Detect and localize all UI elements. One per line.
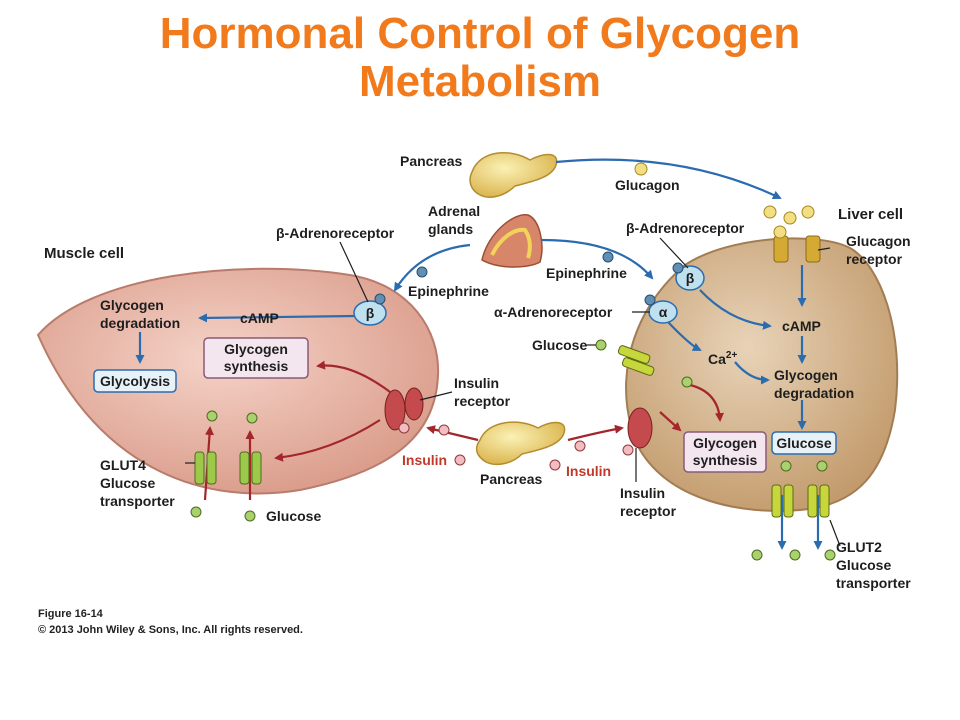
arrow-insulin-to-synthesis-left bbox=[316, 360, 391, 393]
title-line-1: Hormonal Control of Glycogen bbox=[159, 9, 801, 58]
label-beta-adrenoreceptor-right: β-Adrenoreceptor bbox=[626, 220, 745, 236]
arrow-insulin-left bbox=[426, 425, 479, 442]
glucagon-bound bbox=[773, 225, 787, 239]
label-glut2-1: GLUT2 bbox=[836, 539, 882, 555]
label-insulin-receptor-right-2: receptor bbox=[620, 503, 677, 519]
pancreas-top-organ bbox=[469, 152, 558, 198]
label-glycogen-degradation-right-1: Glycogen bbox=[774, 367, 838, 383]
glucose-box-right bbox=[771, 431, 837, 455]
arrow-epinephrine-right bbox=[541, 238, 654, 280]
arrow-beta-to-camp-right bbox=[699, 289, 772, 330]
liver-glucose-transporter-b bbox=[621, 357, 655, 376]
title-line-2: Metabolism bbox=[358, 57, 602, 106]
insulin-receptor-liver bbox=[627, 407, 653, 449]
glucagon-molecules bbox=[634, 162, 815, 225]
glucose-molecules bbox=[190, 339, 836, 561]
label-glycogen-degradation-left-1: Glycogen bbox=[100, 297, 164, 313]
label-glycogen-synthesis-right-2: synthesis bbox=[693, 452, 758, 468]
glycogen-synthesis-box-left bbox=[203, 337, 309, 379]
beta-receptor-muscle bbox=[353, 300, 387, 326]
liver-glucose-transporter-a bbox=[617, 345, 651, 364]
label-insulin-receptor-left-2: receptor bbox=[454, 393, 511, 409]
figure-number: Figure 16-14 bbox=[38, 608, 103, 620]
insulin-receptor-muscle-b bbox=[404, 387, 424, 421]
label-adrenal-glands-1: Adrenal bbox=[428, 203, 480, 219]
label-epinephrine-left: Epinephrine bbox=[408, 283, 489, 299]
beta-symbol-muscle: β bbox=[366, 305, 375, 321]
label-glycolysis: Glycolysis bbox=[100, 373, 170, 389]
arrow-alpha-to-ca bbox=[667, 321, 702, 351]
beta-receptor-liver bbox=[675, 265, 705, 291]
epinephrine-bound-muscle bbox=[374, 293, 386, 305]
glucagon-receptor-2 bbox=[805, 235, 821, 263]
arrow-insulin-to-synthesis-right bbox=[659, 411, 682, 432]
blue-arrows bbox=[135, 158, 823, 550]
label-ca2: Ca2+ bbox=[708, 350, 737, 367]
arrow-ca-to-degradation bbox=[734, 361, 770, 385]
glut2-transporters bbox=[771, 484, 830, 518]
glycolysis-box bbox=[93, 369, 177, 393]
figure-caption: Figure 16-14 © 2013 John Wiley & Sons, I… bbox=[38, 606, 303, 638]
alpha-symbol-liver: α bbox=[659, 304, 668, 320]
label-glut2-3: transporter bbox=[836, 575, 911, 591]
glycogen-synthesis-box-right bbox=[683, 431, 767, 473]
label-epinephrine-right: Epinephrine bbox=[546, 265, 627, 281]
arrow-beta-to-camp-left bbox=[198, 313, 356, 323]
label-glucose-liver-in: Glucose bbox=[532, 337, 587, 353]
label-muscle-cell: Muscle cell bbox=[44, 245, 124, 262]
label-glucagon-receptor-2: receptor bbox=[846, 251, 903, 267]
label-insulin-right: Insulin bbox=[566, 463, 611, 479]
insulin-receptor-muscle-a bbox=[384, 389, 406, 431]
label-glycogen-synthesis-left-1: Glycogen bbox=[224, 341, 288, 357]
label-adrenal-glands-2: glands bbox=[428, 221, 473, 237]
label-alpha-adrenoreceptor: α-Adrenoreceptor bbox=[494, 304, 613, 320]
leader-lines bbox=[185, 237, 841, 547]
epinephrine-bound-liver-beta bbox=[672, 262, 684, 274]
label-pancreas-top: Pancreas bbox=[400, 153, 462, 169]
page-title: Hormonal Control of Glycogen Metabolism bbox=[0, 10, 960, 106]
label-glut4-2: Glucose bbox=[100, 475, 155, 491]
label-pancreas-bottom: Pancreas bbox=[480, 471, 542, 487]
label-insulin-receptor-left-1: Insulin bbox=[454, 375, 499, 391]
copyright-notice: © 2013 John Wiley & Sons, Inc. All right… bbox=[38, 624, 303, 636]
label-glucagon-receptor-1: Glucagon bbox=[846, 233, 911, 249]
arrow-insulin-to-glut4 bbox=[274, 419, 381, 462]
label-glycogen-synthesis-right-1: Glycogen bbox=[693, 435, 757, 451]
label-beta-adrenoreceptor-left: β-Adrenoreceptor bbox=[276, 225, 395, 241]
pancreas-bottom-organ bbox=[475, 421, 566, 466]
label-camp-right: cAMP bbox=[782, 318, 821, 334]
arrow-glucagon-to-liver bbox=[555, 158, 782, 200]
arrow-insulin-right bbox=[567, 424, 624, 442]
arrow-epinephrine-left bbox=[393, 243, 471, 292]
insulin-molecules bbox=[398, 422, 634, 471]
label-liver-cell: Liver cell bbox=[838, 206, 903, 223]
muscle-cell bbox=[36, 267, 440, 495]
beta-symbol-liver: β bbox=[686, 270, 695, 286]
epinephrine-bound-liver-alpha bbox=[644, 294, 656, 306]
label-insulin-receptor-right-1: Insulin bbox=[620, 485, 665, 501]
label-glucose-box-right: Glucose bbox=[776, 435, 831, 451]
label-glycogen-degradation-right-2: degradation bbox=[774, 385, 854, 401]
arrow-glucose-to-synthesis bbox=[689, 383, 724, 422]
epinephrine-molecules bbox=[416, 251, 614, 278]
label-camp-left: cAMP bbox=[240, 310, 279, 326]
adrenal-medulla bbox=[490, 227, 532, 259]
glut4-transporters bbox=[194, 451, 262, 485]
label-glycogen-synthesis-left-2: synthesis bbox=[224, 358, 289, 374]
label-glut2-2: Glucose bbox=[836, 557, 891, 573]
label-insulin-left: Insulin bbox=[402, 452, 447, 468]
label-glucagon: Glucagon bbox=[615, 177, 680, 193]
glucagon-receptor-1 bbox=[773, 235, 789, 263]
adrenal-gland-organ bbox=[481, 214, 543, 268]
label-glut4-1: GLUT4 bbox=[100, 457, 146, 473]
label-glycogen-degradation-left-2: degradation bbox=[100, 315, 180, 331]
label-glut4-3: transporter bbox=[100, 493, 175, 509]
label-glucose-muscle: Glucose bbox=[266, 508, 321, 524]
